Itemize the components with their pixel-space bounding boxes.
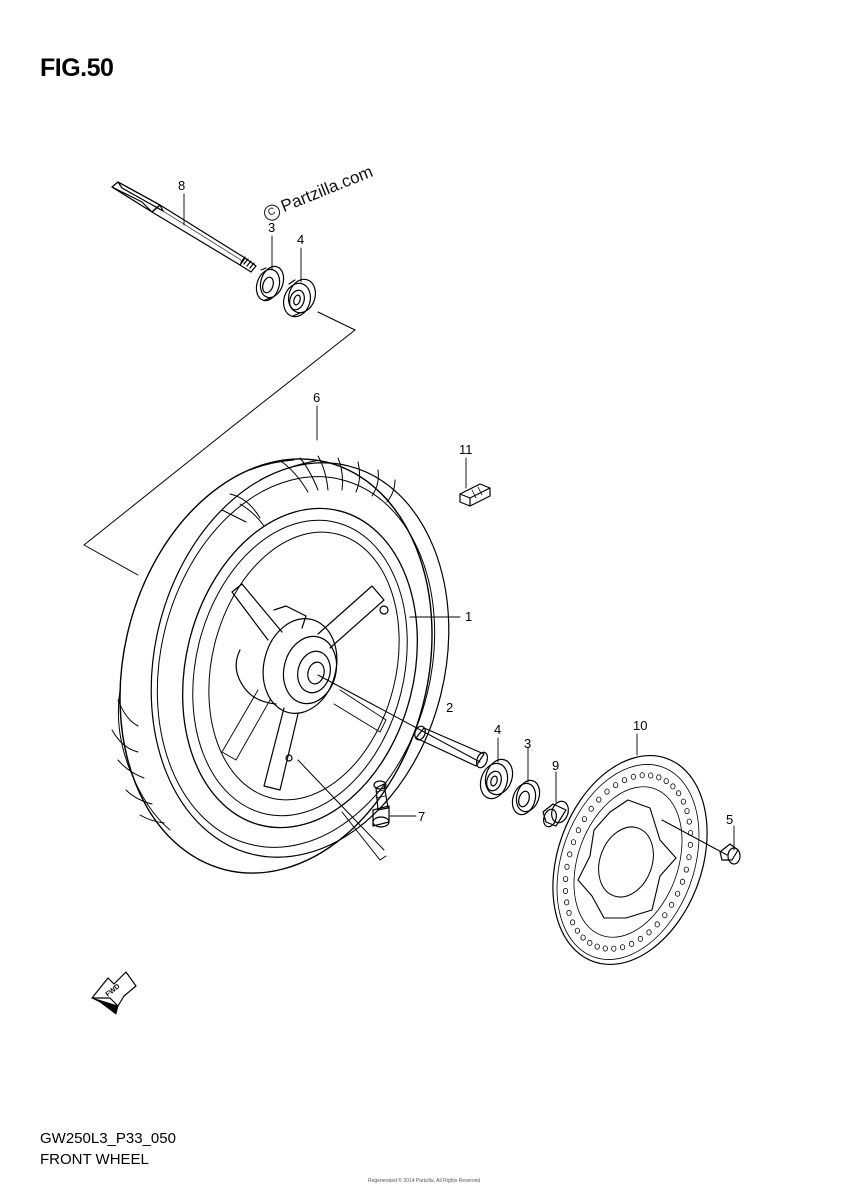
disc-hole <box>566 909 572 916</box>
brake-disc-drawing <box>552 754 708 966</box>
callout-labels: 8 3 4 6 11 1 2 4 3 9 10 5 7 <box>178 178 733 827</box>
callout-3b: 3 <box>524 736 531 751</box>
disc-hole <box>668 901 675 908</box>
callout-4a: 4 <box>297 232 304 247</box>
bearing-lower-drawing <box>479 758 514 800</box>
disc-hole <box>648 772 654 779</box>
callout-2: 2 <box>446 700 453 715</box>
disc-hole <box>570 839 577 846</box>
disc-hole <box>602 945 608 952</box>
dust-seal-upper-drawing <box>255 265 285 302</box>
disc-hole <box>621 777 628 784</box>
disc-hole <box>569 919 576 926</box>
disc-hole <box>612 782 619 789</box>
disc-hole <box>564 899 570 906</box>
disc-hole <box>662 912 668 919</box>
disc-hole <box>663 778 669 785</box>
disc-hole <box>564 863 570 870</box>
callout-5: 7 <box>418 809 425 824</box>
disc-hole <box>686 818 692 825</box>
dust-seal-lower-drawing <box>511 779 541 816</box>
callout-10: 5 <box>726 812 733 827</box>
disc-hole <box>684 808 690 815</box>
disc-hole <box>581 816 588 823</box>
callout-7: 8 <box>178 178 185 193</box>
disc-hole <box>574 927 581 934</box>
axle-drawing <box>111 181 257 273</box>
figure-code: GW250L3_P33_050 <box>40 1130 176 1147</box>
disc-hole <box>674 890 681 897</box>
disc-hole <box>580 934 586 941</box>
disc-hole <box>619 944 626 951</box>
disc-hole <box>630 773 637 780</box>
disc-hole <box>687 841 694 848</box>
disc-hole <box>656 774 662 781</box>
callout-8: 9 <box>552 758 559 773</box>
spacer-drawing <box>414 725 489 769</box>
disc-hole <box>588 805 594 812</box>
disc-hole <box>575 827 582 834</box>
disc-hole <box>562 876 569 883</box>
disc-hole <box>683 866 689 873</box>
disc-hole <box>594 943 600 950</box>
fwd-arrow-icon: FWD <box>91 971 137 1015</box>
disc-hole <box>680 798 687 805</box>
balancer-drawing <box>459 483 491 507</box>
bearing-upper-drawing <box>282 278 317 318</box>
callout-9: 10 <box>633 718 647 733</box>
callout-1: 1 <box>465 609 472 624</box>
wheel-drawing <box>181 507 419 829</box>
disc-hole <box>604 788 610 795</box>
disc-hole <box>611 945 617 952</box>
disc-bolt-drawing <box>661 819 741 865</box>
disc-hole <box>686 854 692 861</box>
callout-6: 6 <box>313 390 320 405</box>
disc-hole <box>654 921 660 928</box>
callout-3a: 3 <box>268 220 275 235</box>
disc-hole <box>596 796 602 803</box>
collar-drawing <box>542 800 569 828</box>
leader-lines <box>183 193 735 851</box>
disc-hole <box>679 878 686 885</box>
disc-hole <box>670 783 676 790</box>
disc-hole <box>567 851 573 858</box>
disc-hole <box>562 888 569 895</box>
figure-title: FIG.50 <box>40 54 114 82</box>
callout-11: 11 <box>459 442 473 457</box>
disc-hole <box>587 939 593 946</box>
disc-hole <box>639 772 645 779</box>
disc-hole <box>646 929 652 936</box>
callout-4b: 4 <box>494 722 501 737</box>
disc-hole <box>675 790 682 797</box>
disc-hole <box>628 940 635 947</box>
tire-drawing <box>111 455 450 874</box>
valve-drawing <box>372 780 390 828</box>
disc-hole <box>637 935 644 942</box>
fine-print: Regenerated © 2014 Partzilla, All Rights… <box>368 1178 481 1184</box>
figure-name: FRONT WHEEL <box>40 1151 149 1168</box>
